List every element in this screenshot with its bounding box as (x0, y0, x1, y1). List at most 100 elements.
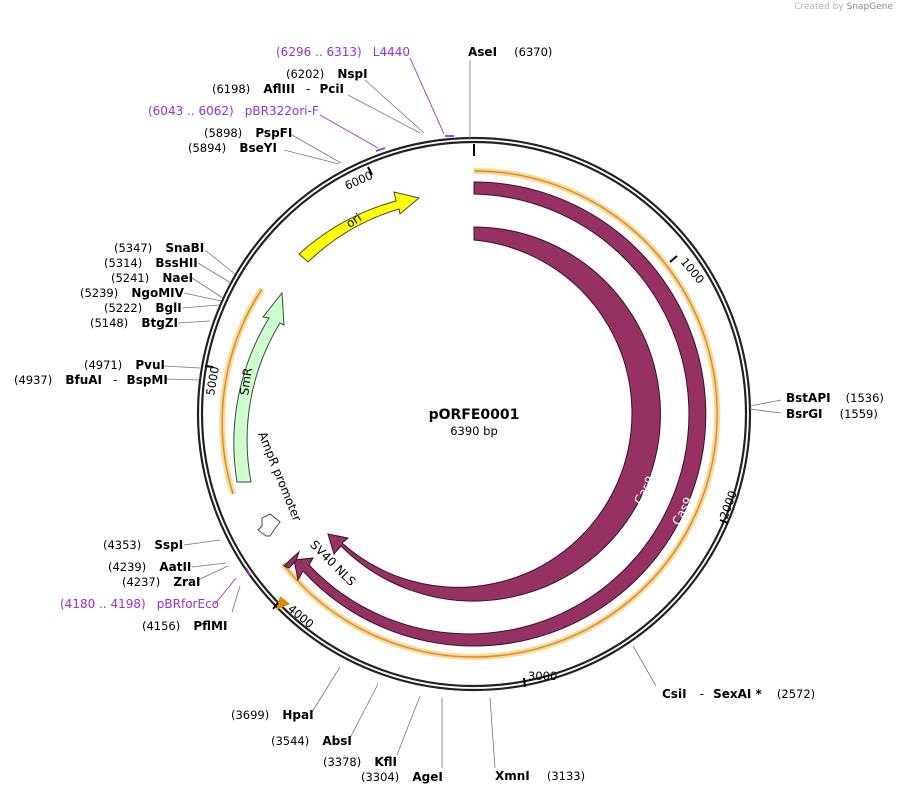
feature-cas9-outer (293, 181, 707, 647)
primer-leader-l4440 (409, 57, 445, 135)
site-nspi-pos: (6202) (286, 67, 324, 81)
leader-hpai (311, 666, 341, 713)
leader-absi (349, 683, 379, 739)
leader-bsrgi (749, 408, 782, 414)
site-agei-pos: (3304) (361, 770, 399, 784)
tick-4000: 4000 (285, 602, 316, 632)
tick-6000-mark (367, 166, 373, 176)
site-pvui: (4971) PvuI (84, 354, 165, 373)
site-absi: (3544) AbsI (271, 730, 352, 749)
primer-leader-pbr322ori (319, 114, 379, 149)
site-zrai-pos: (4237) (122, 575, 160, 589)
leader-ngomiv (183, 292, 222, 302)
leader-btgzi (177, 320, 211, 324)
leader-bsshii (197, 262, 232, 284)
site-aatii-pos: (4239) (108, 560, 146, 574)
primer-mark-pbrforeco (245, 567, 251, 576)
site-bseyi-pos: (5894) (188, 141, 226, 155)
credit-prefix: Created by (794, 2, 844, 12)
plasmid-size: 6390 bp (450, 424, 498, 438)
backbone-outer (196, 136, 752, 692)
leader-naei (191, 277, 224, 299)
site-nspi: (6202) NspI (286, 63, 368, 82)
leader-nspi (364, 79, 425, 134)
leader-pspfi (291, 134, 342, 164)
feature-label-smr: SmR (237, 367, 255, 396)
tick-1000-mark (669, 255, 678, 263)
site-bsrgi-pos: (1559) (840, 407, 878, 421)
site-btgzi-pos: (5148) (90, 316, 128, 330)
leader-sspi (183, 539, 221, 546)
site-xmni-pos: (3133) (547, 769, 585, 783)
tick-2000-mark (719, 519, 729, 524)
site-aatii: (4239) AatII (108, 556, 191, 575)
site-btgzi: (5148) BtgZI (90, 312, 178, 331)
site-asei-name: AseI (468, 45, 497, 59)
leader-pvui (163, 365, 201, 369)
site-sspi-name: SspI (154, 538, 183, 552)
site-sspi: (4353) SspI (103, 534, 183, 553)
site-pflmi-pos: (4156) (142, 619, 180, 633)
leader-lines (163, 60, 782, 769)
site-pspfi-pos: (5898) (204, 126, 242, 140)
site-naei: (5241) NaeI (111, 267, 193, 286)
site-snabi-name: SnaBI (165, 241, 204, 255)
primer-leader-pbrforeco (214, 577, 237, 605)
site-bsshii-name: BssHII (155, 256, 197, 270)
site-pflmi-name: PflMI (193, 619, 227, 633)
site-csii: CsiI - SexAI * (2572) (662, 683, 815, 702)
site-bsrgi-name: BsrGI (786, 407, 823, 421)
site-afliii-name: AflIII (263, 82, 295, 96)
site-afliii-pos: (6198) (212, 82, 250, 96)
leader-afliii (347, 94, 421, 134)
leader-bgli (181, 304, 220, 309)
tick-3000-mark (523, 677, 526, 688)
feature-sv40-nls (283, 550, 301, 569)
primer-pbr322ori-f-range: (6043 .. 6062) (148, 104, 234, 118)
site-csii-name: CsiI (662, 687, 687, 701)
feature-ampr-promoter (257, 513, 281, 537)
leader-csii (632, 645, 657, 687)
site-sspi-pos: (4353) (103, 538, 141, 552)
primer-l4440: (6296 .. 6313) L4440 (276, 41, 410, 60)
site-pvui-pos: (4971) (84, 358, 122, 372)
site-naei-name: NaeI (162, 271, 193, 285)
site-bseyi: (5894) BseYI (188, 137, 277, 156)
site-absi-name: AbsI (322, 734, 351, 748)
site-btgzi-name: BtgZI (141, 316, 178, 330)
leader-bfuai (165, 378, 200, 381)
feature-ori (298, 191, 421, 263)
primer-pbrforeco: (4180 .. 4198) pBRforEco (60, 593, 219, 612)
site-bgli-name: BglI (155, 301, 181, 315)
primer-pbrforeco-range: (4180 .. 4198) (60, 597, 146, 611)
site-hpai-pos: (3699) (231, 708, 269, 722)
feature-smr (233, 291, 285, 483)
site-xmni: XmnI (3133) (495, 765, 585, 784)
primer-pbr322ori-f-name: pBR322ori-F (245, 104, 319, 118)
site-bstapi: BstAPI (1536) (786, 387, 884, 406)
site-nspi-name: NspI (337, 67, 367, 81)
site-ngomiv: (5239) NgoMIV (80, 282, 185, 301)
site-xmni-name: XmnI (495, 769, 530, 783)
site-asei-pos: (6370) (514, 45, 552, 59)
site-bsshii-pos: (5314) (104, 256, 142, 270)
tick-2000: 2000 (717, 489, 740, 521)
site-pvui-name: PvuI (135, 358, 165, 372)
leader-pflmi (231, 585, 241, 613)
tick-3000: 3000 (528, 669, 557, 683)
site-zrai: (4237) ZraI (122, 571, 201, 590)
site-bfuai-pos: (4937) (14, 373, 52, 387)
site-bfuai-name: BfuAI (65, 373, 102, 387)
site-bgli: (5222) BglI (104, 297, 182, 316)
orf-arc-cas9 (282, 170, 718, 658)
tick-4000-mark (272, 602, 279, 610)
leader-kfli (396, 695, 421, 756)
credit-brand: SnapGene (846, 2, 893, 12)
site-absi-pos: (3544) (271, 734, 309, 748)
site-snabi: (5347) SnaBI (114, 237, 204, 256)
site-aatii-name: AatII (159, 560, 191, 574)
site-bsrgi: BsrGI (1559) (786, 403, 878, 422)
site-bspmi-name: BspMI (127, 373, 168, 387)
leader-bseyi (283, 149, 340, 165)
site-snabi-pos: (5347) (114, 241, 152, 255)
